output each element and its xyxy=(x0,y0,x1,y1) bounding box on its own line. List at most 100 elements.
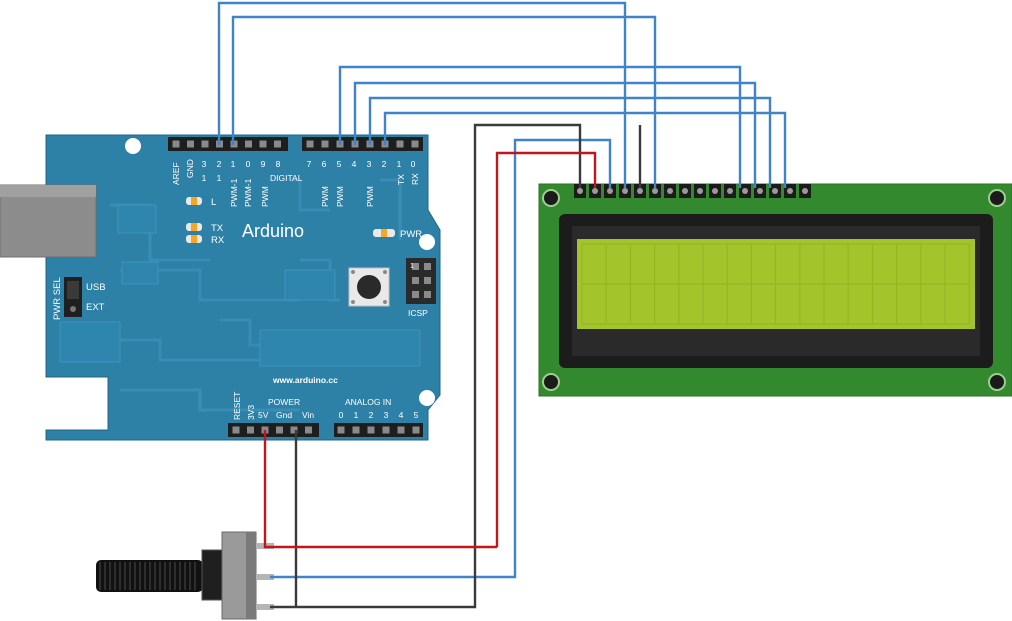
board-website: www.arduino.cc xyxy=(272,375,338,385)
lcd-mounting-hole xyxy=(988,373,1006,391)
aref-label: AREF xyxy=(171,162,181,185)
chip-pad xyxy=(59,321,121,363)
usb-connector-shade xyxy=(0,185,96,197)
header-pin xyxy=(382,426,390,434)
digital-pin-number: 8 xyxy=(276,159,281,169)
analog-pin-number: 5 xyxy=(414,410,419,420)
header-pin xyxy=(187,140,194,148)
pwm-label: PWM xyxy=(260,186,270,207)
lcd-pin xyxy=(577,188,583,194)
digital-pin-number: 6 xyxy=(322,159,327,169)
digital-pin-number: 3 xyxy=(367,159,372,169)
chip-pad xyxy=(121,261,159,285)
pwr-sel-jumper xyxy=(64,277,82,317)
digital-header-left xyxy=(168,137,288,151)
led-l-label: L xyxy=(211,197,216,208)
power-section-label: POWER xyxy=(268,397,300,407)
icsp-pin xyxy=(412,291,419,298)
lcd-character-grid xyxy=(581,243,970,325)
digital-pin-number: 1 xyxy=(231,159,236,169)
lcd-pin xyxy=(757,188,763,194)
header-pin xyxy=(245,140,252,148)
wire-d2-to-lcd-d7 xyxy=(383,111,787,188)
mounting-hole xyxy=(419,234,435,250)
analog-pin-number: 0 xyxy=(339,410,344,420)
led-rx-label: RX xyxy=(211,235,225,246)
icsp-pin xyxy=(424,277,431,284)
lcd-pin xyxy=(607,188,613,194)
analog-pin-number: 1 xyxy=(354,410,359,420)
icsp-pin xyxy=(424,291,431,298)
lcd-mounting-hole xyxy=(988,189,1006,207)
header-pin xyxy=(337,426,345,434)
wires xyxy=(217,1,787,609)
digital-pin-number: 7 xyxy=(307,159,312,169)
wire-lcd-gnd xyxy=(270,123,582,609)
pot-pin xyxy=(256,574,274,580)
header-pin xyxy=(276,426,283,434)
analog-section-label: ANALOG IN xyxy=(345,397,391,407)
digital-pin-number: 0 xyxy=(246,159,251,169)
lcd-pin xyxy=(697,188,703,194)
pwm-label: PWM xyxy=(365,186,375,207)
arduino-board: Arduino www.arduino.cc DIGITAL POWER ANA… xyxy=(0,134,441,441)
wire-d4-to-lcd-d5 xyxy=(353,81,757,188)
header-pin xyxy=(201,140,209,148)
lcd-pin xyxy=(727,188,733,194)
digital-section-label: DIGITAL xyxy=(270,173,303,183)
header-pin xyxy=(232,426,240,434)
digital-pin-sub: 1 xyxy=(202,173,207,183)
lcd-pin xyxy=(802,188,808,194)
header-pin xyxy=(412,426,420,434)
reset-button xyxy=(348,267,390,307)
ext-label: EXT xyxy=(86,302,105,313)
icsp-pin xyxy=(412,277,419,284)
usb-label: USB xyxy=(86,282,106,293)
lcd-mounting-hole xyxy=(542,373,560,391)
rx-vertical-label: RX xyxy=(410,173,420,185)
header-pin xyxy=(274,140,281,148)
led-l xyxy=(186,197,202,205)
header-pin xyxy=(352,426,360,434)
led-tx-label: TX xyxy=(211,223,224,234)
digital-pin-number: 5 xyxy=(337,159,342,169)
header-pin xyxy=(411,140,419,148)
analog-pin-number: 4 xyxy=(399,410,404,420)
header-pin xyxy=(367,426,375,434)
lcd-pin xyxy=(622,188,628,194)
digital-pin-number: 9 xyxy=(261,159,266,169)
tx-vertical-label: TX xyxy=(396,174,406,185)
lcd-module xyxy=(538,183,1012,397)
icsp-pins xyxy=(412,263,431,298)
chip-pad xyxy=(259,329,421,367)
led-pwr xyxy=(373,229,395,237)
digital-pin-number: 3 xyxy=(202,159,207,169)
vin-label: Vin xyxy=(302,410,314,420)
pot-nut xyxy=(201,549,223,601)
icsp-label: ICSP xyxy=(408,308,428,318)
lcd-header-pins xyxy=(574,184,811,198)
lcd-pin xyxy=(667,188,673,194)
led-tx xyxy=(186,223,202,231)
lcd-pin xyxy=(712,188,718,194)
board-brand: Arduino xyxy=(242,221,304,241)
wire-d3-to-lcd-d6 xyxy=(368,96,772,188)
wire-d11-to-lcd-enable xyxy=(231,15,657,188)
digital-pin-number: 2 xyxy=(382,159,387,169)
icsp-pin1-label: 1 xyxy=(410,263,414,270)
header-pin xyxy=(247,426,254,434)
digital-pin-sub: 1 xyxy=(217,173,222,183)
potentiometer xyxy=(96,531,274,620)
wire-d12-to-lcd-rs xyxy=(217,1,627,188)
gnd-power-label: Gnd xyxy=(276,410,292,420)
mounting-hole xyxy=(419,390,435,406)
lcd-pin xyxy=(787,188,793,194)
pwm-label: PWM xyxy=(320,186,330,207)
lcd-pin xyxy=(637,188,643,194)
chip-pad xyxy=(284,269,336,301)
header-pin xyxy=(396,140,404,148)
